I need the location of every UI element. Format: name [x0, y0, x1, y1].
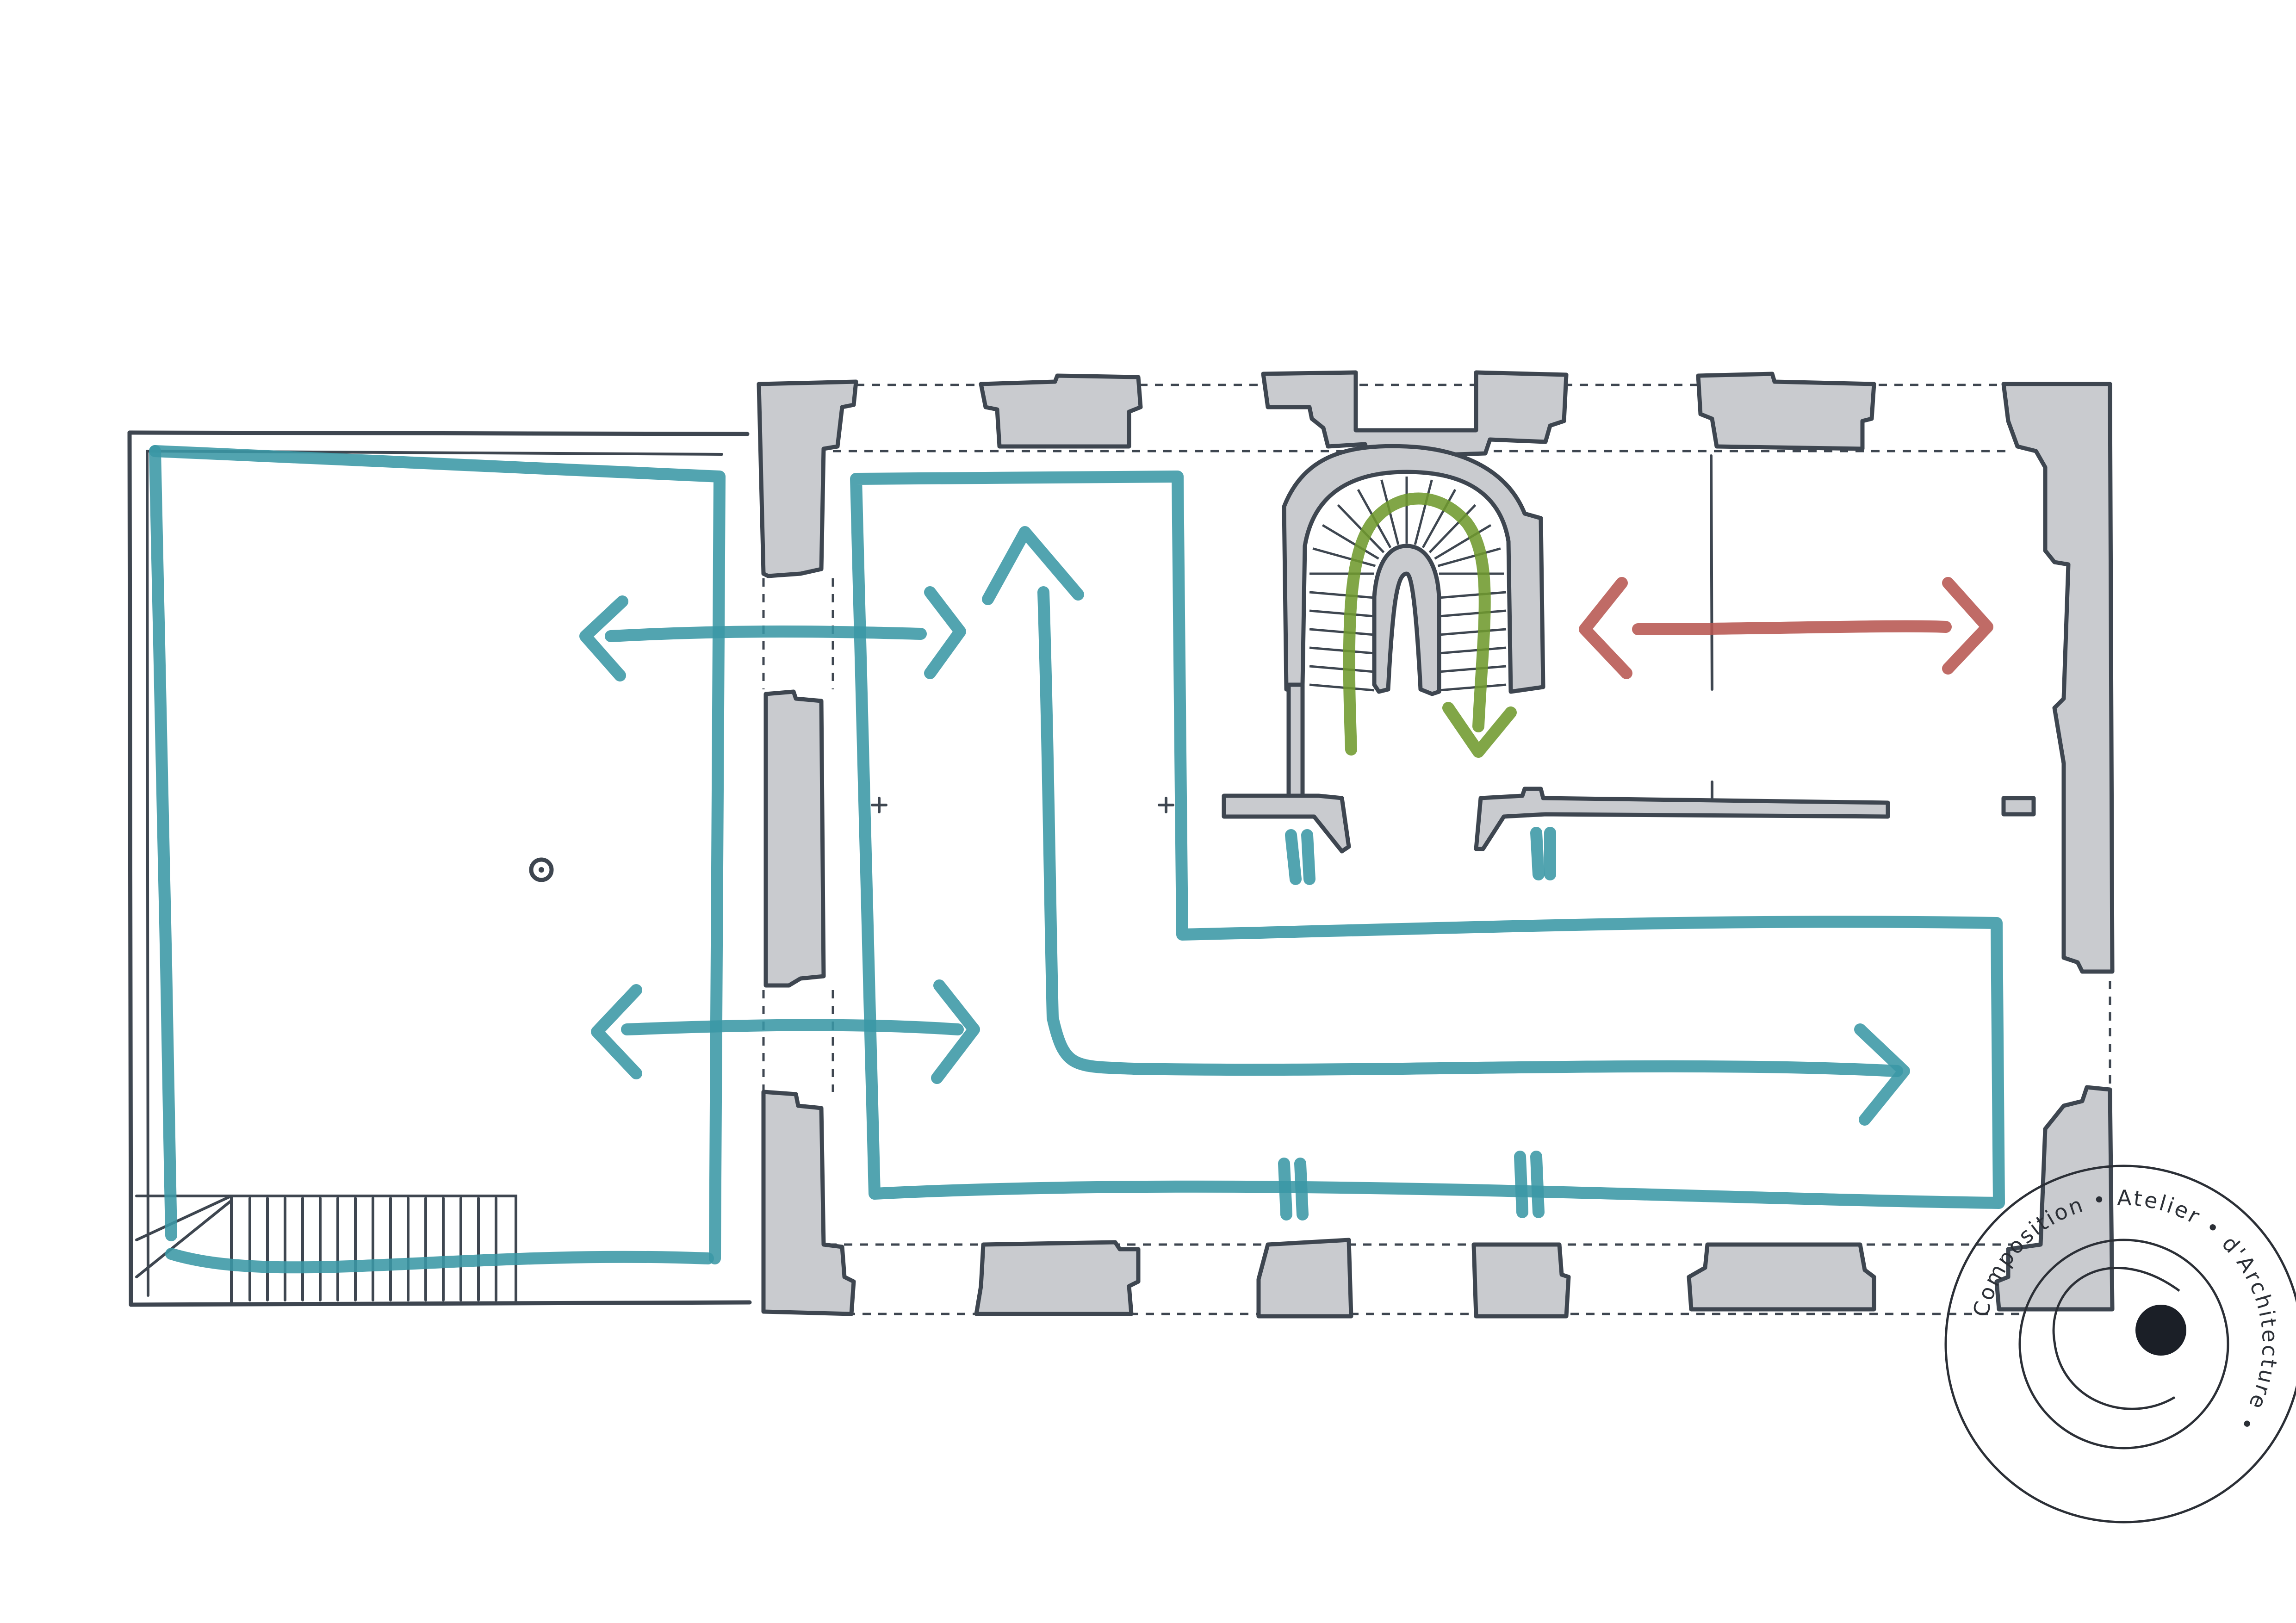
wall-piers [757, 370, 2115, 1319]
main-building [757, 370, 2115, 1319]
stair-tread [1439, 591, 1507, 599]
stair-tread [1322, 524, 1379, 560]
stair-tread [1434, 524, 1492, 560]
stamp-dot-icon [2135, 1305, 2186, 1356]
stair-tread [1439, 628, 1507, 636]
stair-tread [1309, 591, 1375, 599]
annex-stair-icon [135, 1195, 517, 1304]
atelier-stamp-logo: Composition • Atelier • d'Architecture • [1944, 1165, 2296, 1524]
stair-tread [1439, 683, 1507, 692]
stair-tread [1309, 683, 1375, 692]
stair-tread [1309, 609, 1375, 618]
column-icon [529, 857, 554, 882]
stair-path-arrow-icon [1343, 492, 1517, 758]
stair-tread [1439, 609, 1507, 618]
stair-tread [1309, 665, 1375, 673]
stair-tread [1439, 646, 1507, 655]
double-arrow-icon [1579, 577, 1993, 679]
central-staircase [1222, 444, 2036, 854]
left-annex [127, 430, 752, 1307]
stair-tread [1309, 628, 1375, 636]
stair-tread [1421, 489, 1457, 548]
stair-tread [1414, 479, 1433, 545]
stair-tread [1428, 504, 1477, 553]
stair-tread [1437, 547, 1501, 567]
stair-tread [1439, 665, 1507, 673]
stair-tread [1312, 547, 1376, 567]
circulation-flows [149, 445, 2005, 1274]
stair-tread [1337, 504, 1385, 553]
stair-tread [1309, 646, 1375, 655]
